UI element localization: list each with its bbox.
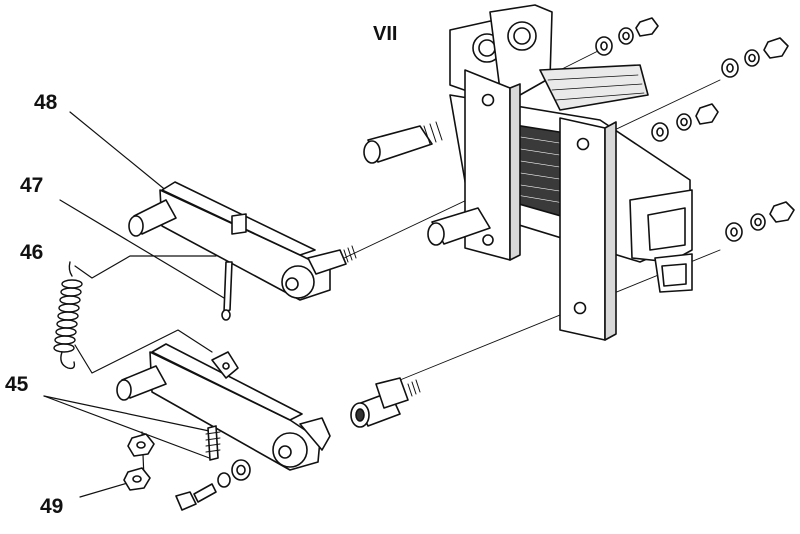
upper-lever-adjuster	[308, 250, 346, 274]
adjusting-nipple	[351, 378, 420, 427]
lower-lever-45	[117, 344, 330, 470]
post-right-hole-top	[578, 139, 589, 150]
nut	[636, 18, 658, 36]
callout-46: 46	[20, 241, 44, 264]
leader-48	[70, 112, 168, 192]
post-right-hole-bottom	[575, 303, 586, 314]
spring-hook-top	[69, 262, 72, 276]
section-label: VII	[373, 23, 398, 45]
split-pin-47	[222, 262, 232, 320]
spring-hook-bottom	[61, 352, 75, 368]
bolt-head	[176, 492, 196, 510]
leader-lines	[44, 45, 720, 497]
leader-45b	[44, 396, 212, 459]
washer-nut-stacks	[596, 18, 794, 241]
post-left-hole-top	[483, 95, 494, 106]
lower-lever-set-screw	[208, 426, 218, 460]
callout-49: 49	[40, 495, 64, 518]
frame-pins	[364, 122, 490, 245]
fasteners-49	[124, 434, 250, 510]
return-spring-46	[54, 262, 82, 368]
leader-45	[44, 396, 214, 432]
leader-47	[60, 200, 224, 298]
leader-46-upper	[75, 256, 216, 278]
callout-47: 47	[20, 174, 44, 197]
upper-lever-48	[129, 182, 356, 300]
channel-end-inner	[648, 208, 685, 250]
frame-assembly	[450, 5, 692, 340]
callout-48: 48	[34, 91, 58, 114]
callout-45: 45	[5, 373, 29, 396]
leader-46-lower	[75, 330, 212, 373]
